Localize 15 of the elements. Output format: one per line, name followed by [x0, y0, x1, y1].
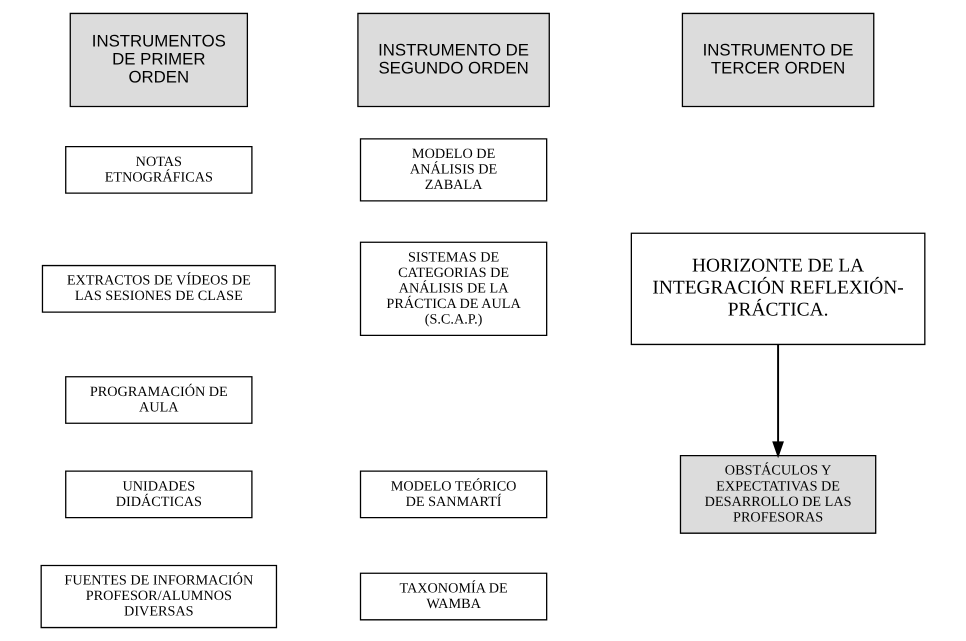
node-box: INSTRUMENTO DE TERCER ORDEN: [682, 12, 874, 108]
node-box: OBSTÁCULOS Y EXPECTATIVAS DE DESARROLLO DE LAS PROFESORAS: [680, 454, 876, 534]
node-box: NOTAS ETNOGRÁFICAS: [65, 146, 253, 194]
node-box: SISTEMAS DE CATEGORIAS DE ANÁLISIS DE LA PRÁCTICA DE AULA (S.C.A.P.): [360, 242, 548, 336]
node-box: PROGRAMACIÓN DE AULA: [65, 376, 253, 424]
node-box: HORIZONTE DE LA INTEGRACIÓN REFLEXIÓN-PRÁCTICA.: [630, 232, 926, 346]
arrow: [772, 344, 784, 458]
node-box: UNIDADES DIDÁCTICAS: [65, 470, 253, 518]
node-box: EXTRACTOS DE VÍDEOS DE LAS SESIONES DE CLASE: [42, 264, 276, 313]
node-box: INSTRUMENTO DE SEGUNDO ORDEN: [357, 12, 550, 108]
node-box: MODELO DE ANÁLISIS DE ZABALA: [360, 138, 548, 202]
node-box: MODELO TEÓRICO DE SANMARTÍ: [360, 470, 548, 518]
node-box: INSTRUMENTOS DE PRIMER ORDEN: [70, 12, 248, 108]
node-box: TAXONOMÍA DE WAMBA: [360, 572, 548, 620]
node-box: FUENTES DE INFORMACIÓN PROFESOR/ALUMNOS DIVERSAS: [40, 564, 278, 628]
